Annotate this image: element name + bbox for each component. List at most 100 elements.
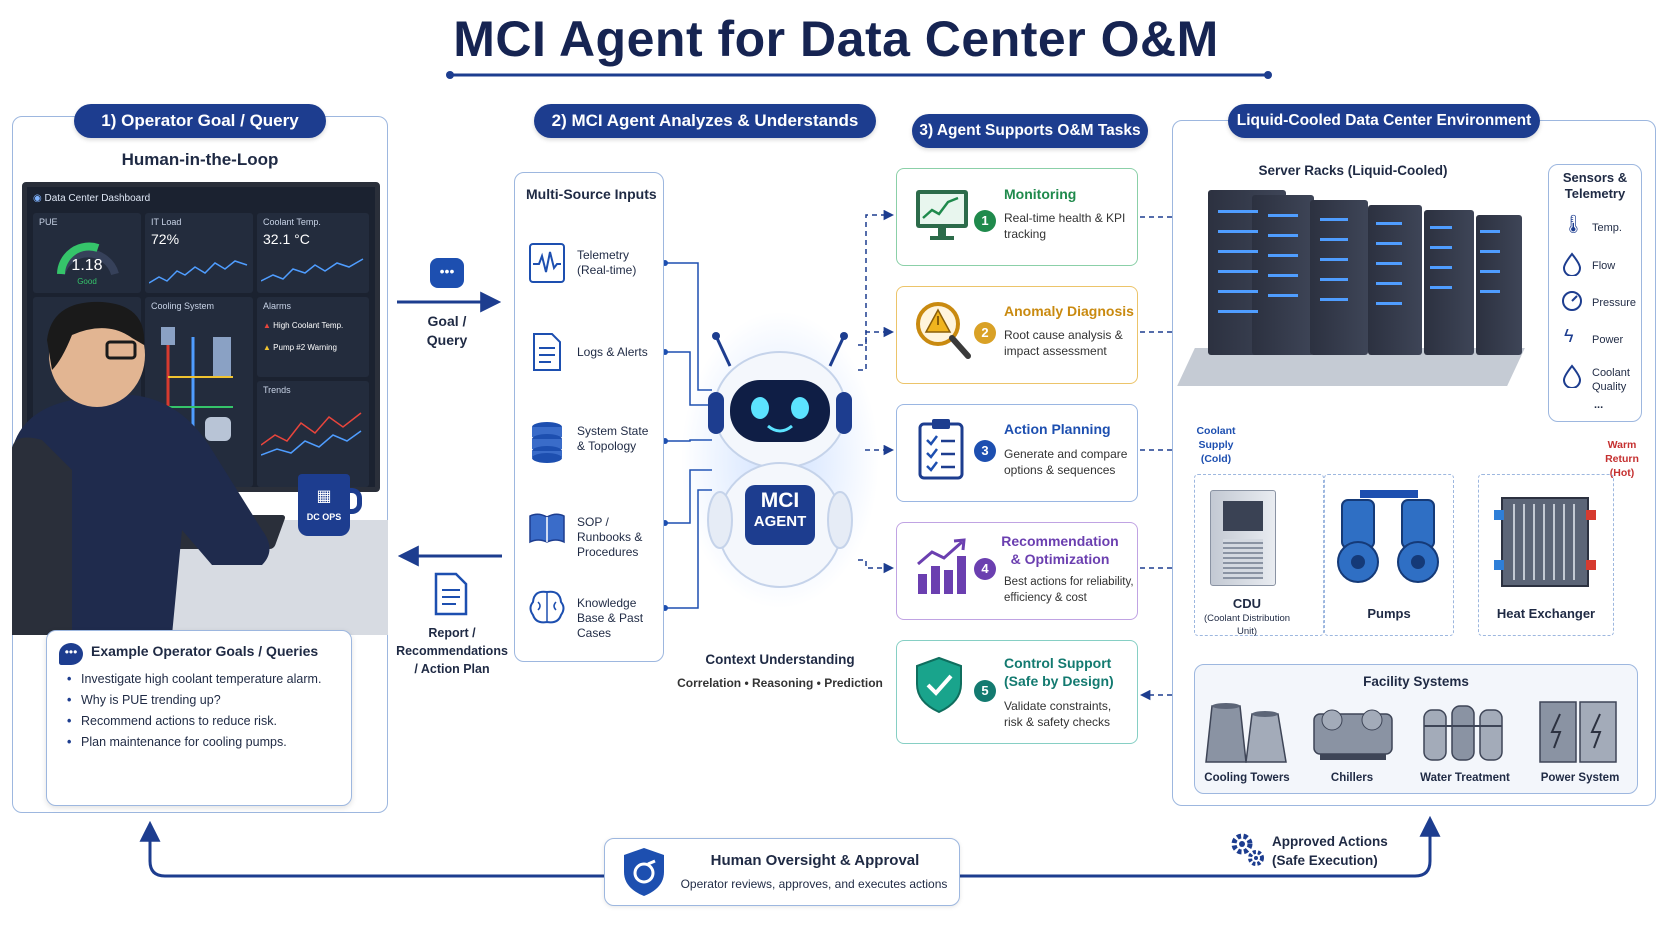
it-load-tile: IT Load 72% (145, 213, 253, 293)
pue-gauge (57, 242, 119, 276)
alarms-label: Alarms (263, 301, 292, 311)
cdu-sublabel: (Coolant Distribution Unit) (1203, 613, 1291, 637)
task-title-5: Control Support (Safe by Design) (1004, 655, 1114, 689)
report-document-icon (434, 572, 468, 616)
goal-item[interactable]: Recommend actions to reduce risk. (61, 711, 351, 732)
facility-chillers: Chillers (1330, 772, 1374, 784)
shield-icon (624, 848, 664, 896)
goal-item[interactable]: Plan maintenance for cooling pumps. (61, 732, 351, 753)
coolant-label: Coolant Temp. (263, 217, 321, 227)
task-title-3: Action Planning (1004, 421, 1111, 437)
task-number-2: 2 (974, 322, 996, 344)
task-card-recommendation[interactable] (896, 522, 1138, 620)
coolant-supply-label: Coolant Supply (Cold) (1196, 425, 1236, 465)
task-desc-3: Generate and compare options & sequences (1004, 447, 1128, 477)
approved-actions-line2: (Safe Execution) (1272, 853, 1378, 868)
hx-box (1478, 474, 1614, 636)
database-icon (532, 422, 562, 463)
section-heading-environment: Liquid-Cooled Data Center Environment (1228, 104, 1540, 138)
sensor-more: ... (1594, 399, 1604, 411)
human-in-loop-label: Human-in-the-Loop (121, 150, 279, 169)
task-title-2: Anomaly Diagnosis (1004, 303, 1134, 319)
sensor-pressure: Pressure (1592, 297, 1637, 309)
sensor-power: Power (1592, 334, 1624, 346)
facility-cooling-towers: Cooling Towers (1204, 772, 1290, 784)
input-label-knowledge: Knowledge Base & Past Cases (577, 596, 644, 640)
chillers-icon[interactable] (1310, 700, 1396, 764)
mug-label: DC OPS (306, 512, 342, 522)
alarm-item-1[interactable]: High Coolant Temp. (273, 321, 344, 330)
task-desc-5: Validate constraints, risk & safety chec… (1004, 699, 1112, 729)
server-rack (1424, 210, 1474, 355)
cdu-label: CDU (1232, 596, 1262, 611)
water-quality-icon (1562, 364, 1582, 388)
alarms-tile: Alarms ▲ High Coolant Temp. ▲ Pump #2 Wa… (257, 297, 369, 377)
coolant-tile: Coolant Temp. 32.1 °C (257, 213, 369, 293)
chat-icon: ••• (59, 643, 83, 665)
lightning-icon: ϟ (1564, 326, 1574, 346)
magnifier-warning-icon (916, 302, 971, 359)
goal-query-bubble-icon: ••• (430, 258, 464, 288)
it-load-sparkline (149, 260, 248, 284)
task-number-1: 1 (974, 210, 996, 232)
pue-value: 1.18 (71, 257, 103, 274)
task-desc-2: Root cause analysis & impact assessment (1004, 328, 1123, 358)
pumps-unit[interactable] (1330, 486, 1448, 594)
thermometer-icon: 🌡 (1562, 214, 1585, 234)
pue-tile: PUE 1.18 Good (33, 213, 141, 293)
task-number-5: 5 (974, 680, 996, 702)
sensor-temp: Temp. (1592, 222, 1622, 234)
pumps-label: Pumps (1367, 606, 1411, 621)
task-card-monitoring[interactable] (896, 168, 1138, 266)
waveform-icon (529, 243, 565, 283)
dc-ops-mug: ▦ DC OPS (298, 474, 362, 536)
dashboard-icon: ◉ (33, 193, 42, 204)
mci-agent-robot (707, 332, 853, 588)
trends-tile: Trends (257, 381, 369, 487)
heat-exchanger-unit[interactable] (1494, 490, 1598, 594)
power-system-icon[interactable] (1536, 698, 1622, 764)
water-treatment-icon[interactable] (1418, 700, 1510, 764)
goal-item[interactable]: Investigate high coolant temperature ala… (61, 669, 351, 690)
server-rack (1310, 200, 1368, 355)
it-load-value: 72% (151, 231, 180, 247)
cooling-system-label: Cooling System (151, 301, 215, 311)
goal-item[interactable]: Why is PUE trending up? (61, 690, 351, 711)
alarm-icon: ▲ (263, 321, 271, 330)
report-label: Report / Recommendations / Action Plan (396, 626, 508, 676)
task-number-3: 3 (974, 440, 996, 462)
section-heading-tasks: 3) Agent Supports O&M Tasks (912, 114, 1148, 148)
task-card-control-support[interactable] (896, 640, 1138, 744)
context-title: Context Understanding (705, 652, 855, 667)
sensors-title: Sensors & Telemetry (1562, 170, 1628, 201)
approved-actions-line1: Approved Actions (1272, 834, 1388, 849)
book-icon (529, 513, 565, 544)
rack-leds (1218, 210, 1500, 313)
brain-icon (529, 590, 565, 624)
warm-return-label: Warm Return (Hot) (1605, 439, 1639, 479)
example-goals-card: ••• Example Operator Goals / Queries Inv… (46, 630, 352, 806)
droplet-icon (1562, 252, 1582, 276)
it-load-label: IT Load (151, 217, 182, 227)
cdu-unit[interactable] (1210, 490, 1276, 586)
inputs-title: Multi-Source Inputs (526, 186, 657, 202)
checklist-icon (918, 419, 964, 480)
operator-person (12, 301, 270, 635)
growth-chart-icon (917, 538, 966, 594)
task-desc-4: Best actions for reliability, efficiency… (1004, 576, 1134, 604)
pue-status: Good (77, 277, 97, 286)
alarm-item-2[interactable]: Pump #2 Warning (273, 343, 337, 352)
oversight-title: Human Oversight & Approval (710, 852, 920, 869)
trends-chart (261, 412, 362, 456)
shield-check-icon (916, 656, 962, 714)
coolant-value: 32.1 °C (263, 231, 310, 247)
sensor-flow: Flow (1592, 260, 1616, 272)
cooling-towers-icon[interactable] (1200, 696, 1292, 766)
gauge-icon (1562, 291, 1582, 311)
section-heading-operator: 1) Operator Goal / Query (74, 104, 326, 138)
pue-label: PUE (39, 217, 58, 227)
building-icon: ▦ (316, 488, 332, 505)
goals-list: Investigate high coolant temperature ala… (61, 669, 351, 753)
heat-exchanger-label: Heat Exchanger (1496, 606, 1596, 621)
cdu-box (1194, 474, 1324, 636)
